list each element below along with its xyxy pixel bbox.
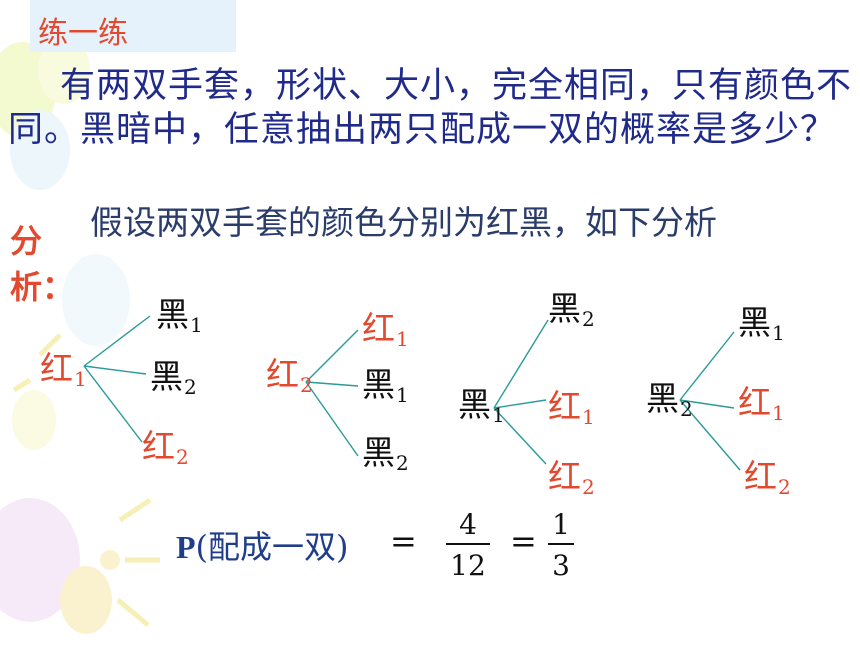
tree-4-child-3-subscript: 2 xyxy=(778,475,791,499)
formula-left: P(配成一双) xyxy=(176,522,349,568)
tree-1-child-3: 红2 xyxy=(142,430,189,467)
tree-3-root-text: 黑 xyxy=(458,385,491,424)
tree-4-child-2-subscript: 1 xyxy=(772,401,785,425)
p-symbol: P xyxy=(176,529,196,565)
fraction-4-12: 4 12 xyxy=(446,508,490,582)
equals-sign-2: = xyxy=(510,522,537,560)
tree-3-branch-2 xyxy=(493,399,547,409)
tree-1-child-3-text: 红 xyxy=(142,427,175,466)
fraction-numerator: 1 xyxy=(552,508,570,541)
tree-2-root-subscript: 2 xyxy=(300,373,313,397)
tree-1-child-2-text: 黑 xyxy=(150,357,183,396)
tree-2-child-1-subscript: 1 xyxy=(396,327,409,351)
title-box: 练一练 xyxy=(30,0,236,52)
equals-sign-1: = xyxy=(390,522,417,560)
tree-3-child-1-subscript: 2 xyxy=(582,307,595,331)
tree-3-child-3-text: 红 xyxy=(548,457,581,496)
tree-1-root-subscript: 1 xyxy=(74,367,87,391)
tree-3-child-3: 红2 xyxy=(548,460,595,497)
tree-3-child-2-subscript: 1 xyxy=(582,405,595,429)
slide-title: 练一练 xyxy=(38,16,128,51)
assumption-text: 假设两双手套的颜色分别为红黑，如下分析 xyxy=(90,203,717,242)
tree-4-child-2-text: 红 xyxy=(738,383,771,422)
tree-4-branch-3 xyxy=(679,399,741,471)
tree-1-branch-1 xyxy=(83,315,151,367)
fraction-1-3: 1 3 xyxy=(548,508,574,582)
tree-2-child-2-text: 黑 xyxy=(362,365,395,404)
tree-2-child-2: 黑1 xyxy=(362,368,409,405)
tree-1-child-1-subscript: 1 xyxy=(190,313,203,337)
tree-1-root: 红1 xyxy=(40,352,87,389)
tree-1-child-2: 黑2 xyxy=(150,360,197,397)
fraction-denominator: 3 xyxy=(552,549,570,582)
tree-1-child-1: 黑1 xyxy=(156,298,203,335)
tree-1-root-text: 红 xyxy=(40,349,73,388)
tree-4-branch-1 xyxy=(679,331,735,401)
fraction-numerator: 4 xyxy=(459,508,477,541)
tree-2-root: 红2 xyxy=(266,358,313,395)
tree-3-child-3-subscript: 2 xyxy=(582,475,595,499)
fraction-bar xyxy=(446,543,490,545)
analysis-label: 分析： xyxy=(10,222,75,306)
tree-2-child-1: 红1 xyxy=(362,312,409,349)
tree-4-child-1: 黑1 xyxy=(738,306,785,343)
tree-2-child-3: 黑2 xyxy=(362,436,409,473)
question-text: 有两双手套，形状、大小，完全相同，只有颜色不同。黑暗中，任意抽出两只配成一双的概… xyxy=(8,66,853,150)
tree-1-child-2-subscript: 2 xyxy=(184,375,197,399)
fraction-bar xyxy=(548,543,574,545)
tree-2-child-2-subscript: 1 xyxy=(396,383,409,407)
tree-3-branch-3 xyxy=(493,407,547,465)
tree-4-child-1-text: 黑 xyxy=(738,303,771,342)
tree-2-branch-2 xyxy=(305,381,359,387)
fraction-denominator: 12 xyxy=(450,549,486,582)
tree-4-root: 黑2 xyxy=(646,382,693,419)
tree-3-child-2-text: 红 xyxy=(548,387,581,426)
tree-1-branch-2 xyxy=(83,365,147,375)
tree-1-branch-3 xyxy=(83,365,143,443)
tree-4-child-1-subscript: 1 xyxy=(772,321,785,345)
tree-4-root-text: 黑 xyxy=(646,379,679,418)
tree-4-branch-2 xyxy=(679,399,735,409)
tree-3-branch-1 xyxy=(493,319,549,409)
tree-2-root-text: 红 xyxy=(266,355,299,394)
tree-2-child-1-text: 红 xyxy=(362,309,395,348)
tree-4-root-subscript: 2 xyxy=(680,397,693,421)
event-label: (配成一双) xyxy=(195,528,349,566)
tree-3-child-2: 红1 xyxy=(548,390,595,427)
tree-4-child-3: 红2 xyxy=(744,460,791,497)
tree-1-child-1-text: 黑 xyxy=(156,295,189,334)
tree-4-child-2: 红1 xyxy=(738,386,785,423)
tree-3-root-subscript: 1 xyxy=(492,403,505,427)
tree-3-root: 黑1 xyxy=(458,388,505,425)
tree-3-child-1-text: 黑 xyxy=(548,289,581,328)
tree-4-child-3-text: 红 xyxy=(744,457,777,496)
tree-2-child-3-subscript: 2 xyxy=(396,451,409,475)
tree-2-branch-1 xyxy=(305,329,359,383)
tree-2-branch-3 xyxy=(305,381,359,457)
tree-2-child-3-text: 黑 xyxy=(362,433,395,472)
tree-3-child-1: 黑2 xyxy=(548,292,595,329)
probability-formula: P(配成一双) = 4 12 = 1 3 xyxy=(176,508,596,588)
tree-1-child-3-subscript: 2 xyxy=(176,445,189,469)
